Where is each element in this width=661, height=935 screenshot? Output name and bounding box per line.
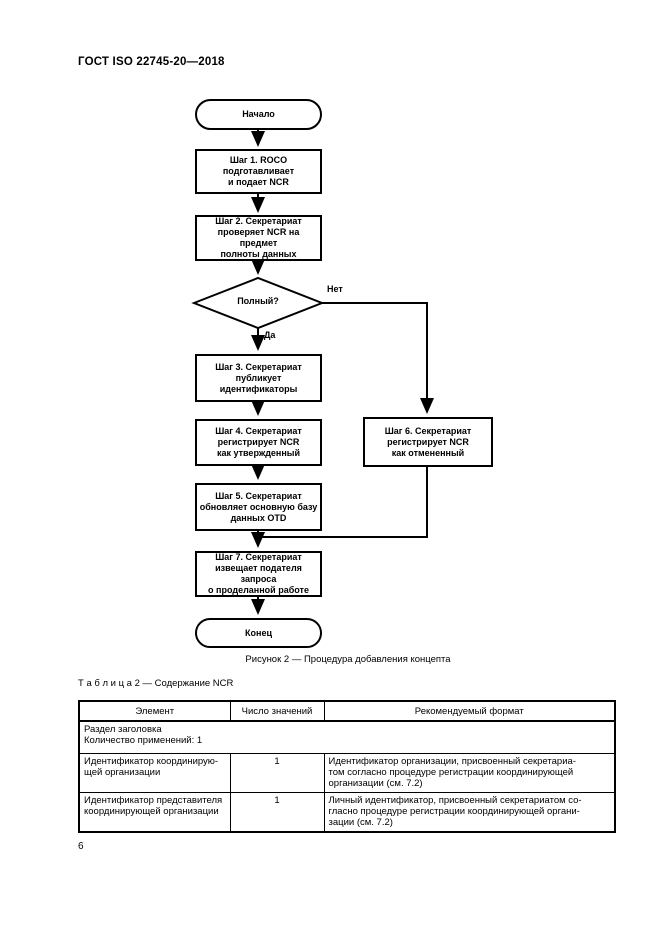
- flow-node-end: Конец: [195, 618, 322, 648]
- flow-node-step7: Шаг 7. Секретариат извещает подателя зап…: [195, 551, 322, 597]
- table-header-row: Элемент Число значений Рекомендуемый фор…: [78, 700, 616, 722]
- flowchart-figure: Начало Шаг 1. ROCO подготавливает и пода…: [191, 99, 493, 648]
- figure-caption: Рисунок 2 — Процедура добавления концепт…: [245, 654, 451, 665]
- flow-node-decision: Полный?: [237, 296, 279, 306]
- cell-format: Идентификатор организации, присвоенный с…: [323, 753, 616, 793]
- flow-node-step4: Шаг 4. Секретариат регистрирует NCR как …: [195, 419, 322, 466]
- flowchart-connectors: [191, 130, 434, 615]
- col-header-format: Рекомендуемый формат: [323, 700, 616, 722]
- page-number: 6: [78, 841, 84, 852]
- flow-node-step3: Шаг 3. Секретариат публикует идентификат…: [195, 354, 322, 402]
- table-title: Т а б л и ц а 2 — Содержание NCR: [78, 678, 234, 689]
- flow-node-step2: Шаг 2. Секретариат проверяет NCR на пред…: [195, 215, 322, 261]
- flow-node-step6: Шаг 6. Секретариат регистрирует NCR как …: [363, 417, 493, 467]
- edge-label-no: Нет: [327, 284, 343, 294]
- flow-node-step1: Шаг 1. ROCO подготавливает и подает NCR: [195, 149, 322, 194]
- doc-header: ГОСТ ISO 22745-20—2018: [78, 56, 225, 68]
- table-row: Идентификатор представителя координирующ…: [78, 792, 616, 833]
- cell-format: Личный идентификатор, присвоенный секрет…: [323, 792, 616, 833]
- cell-element: Идентификатор координирую- щей организац…: [78, 753, 231, 793]
- section-cell: Раздел заголовка Количество применений: …: [78, 720, 616, 754]
- table-section-row: Раздел заголовка Количество применений: …: [78, 720, 616, 754]
- cell-element: Идентификатор представителя координирующ…: [78, 792, 231, 833]
- cell-count: 1: [229, 792, 325, 833]
- flow-node-start: Начало: [195, 99, 322, 130]
- col-header-element: Элемент: [78, 700, 231, 722]
- cell-count: 1: [229, 753, 325, 793]
- ncr-content-table: Элемент Число значений Рекомендуемый фор…: [78, 700, 616, 833]
- edge-label-yes: Да: [264, 330, 276, 340]
- table-row: Идентификатор координирую- щей организац…: [78, 753, 616, 793]
- flow-node-step5: Шаг 5. Секретариат обновляет основную ба…: [195, 483, 322, 531]
- col-header-count: Число значений: [229, 700, 325, 722]
